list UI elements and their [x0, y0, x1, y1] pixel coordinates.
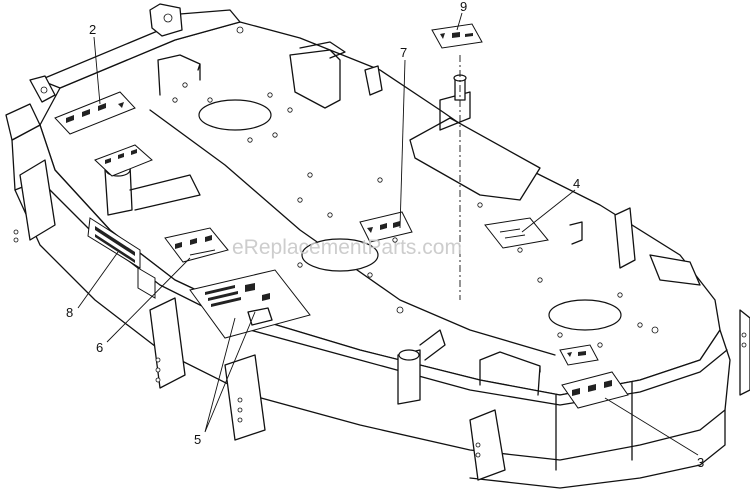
watermark: eReplacementParts.com — [232, 236, 462, 259]
callout-6: 6 — [96, 340, 103, 355]
deck-holes — [172, 26, 659, 348]
leader-4 — [521, 189, 576, 233]
callout-7: 7 — [400, 45, 407, 60]
leader-lines — [77, 12, 699, 456]
decal-9 — [431, 23, 483, 49]
decal-7 — [359, 211, 413, 243]
decal-5 — [189, 269, 311, 339]
leader-5 — [204, 311, 256, 433]
deck-top-features — [104, 41, 701, 405]
skirt-brackets — [13, 159, 750, 481]
decal-3 — [561, 371, 629, 409]
leader-7 — [399, 59, 406, 229]
bracket-holes — [13, 229, 747, 458]
leader-9 — [456, 12, 463, 31]
decal-4 — [484, 217, 549, 249]
callout-4: 4 — [573, 176, 580, 191]
decal-unlabeled-left — [94, 144, 153, 177]
callout-3: 3 — [697, 455, 704, 470]
decal-8 — [87, 217, 156, 299]
spindle-openings — [198, 99, 622, 331]
decal-2 — [54, 91, 136, 135]
callout-labels: 2 9 7 4 8 6 5 3 — [66, 0, 704, 470]
callout-9: 9 — [460, 0, 467, 14]
leader-8 — [77, 251, 119, 309]
decal-small-right — [559, 344, 599, 366]
decal-6 — [164, 227, 229, 263]
callout-2: 2 — [89, 22, 96, 37]
callout-5: 5 — [194, 432, 201, 447]
rear-flange — [5, 3, 241, 141]
leader-6 — [106, 257, 191, 343]
callout-8: 8 — [66, 305, 73, 320]
leader-3 — [604, 397, 699, 456]
leader-2 — [93, 36, 101, 105]
